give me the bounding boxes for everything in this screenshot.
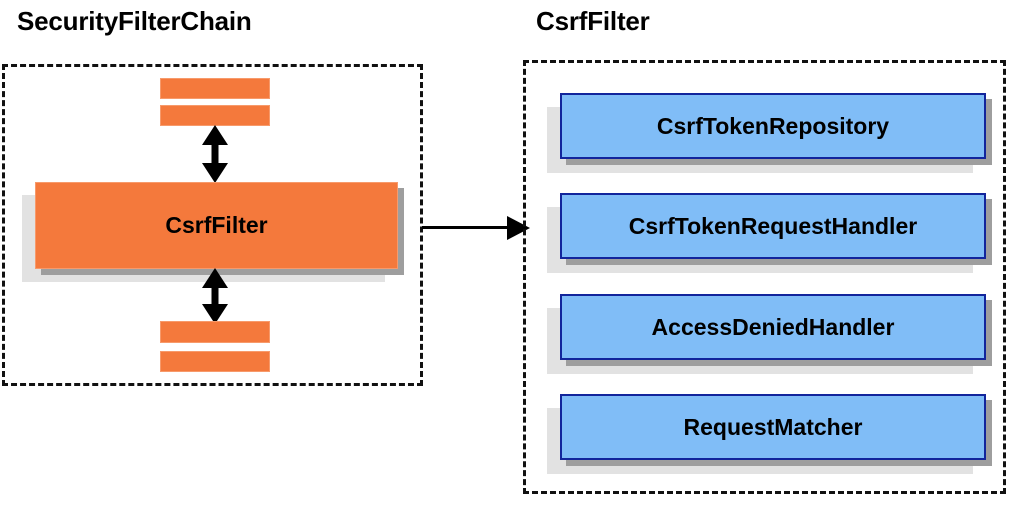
left-panel-title: SecurityFilterChain [17,6,252,36]
connector-arrow [422,216,530,240]
node-csrffilter[interactable]: CsrfFilter [35,182,398,269]
node-access-denied-handler-label: AccessDeniedHandler [651,313,895,340]
filter-bar-bottom-1 [160,321,270,343]
filter-bar-bottom-2 [160,351,270,372]
node-csrf-token-request-handler-label: CsrfTokenRequestHandler [628,212,918,239]
node-csrffilter-label: CsrfFilter [165,212,268,238]
node-csrf-token-repository-label: CsrfTokenRepository [656,112,890,139]
arrow-stem [211,137,219,171]
node-csrf-token-repository[interactable]: CsrfTokenRepository [560,93,986,159]
vertical-double-arrow-down [198,268,232,324]
csrffilter-details-container [523,60,1006,494]
arrow-head-up-icon [202,268,228,288]
arrow-head-up-icon [202,125,228,145]
vertical-double-arrow-up [198,125,232,183]
security-filter-chain-container [2,64,423,386]
connector-arrow-stem [422,226,510,229]
node-csrf-token-request-handler[interactable]: CsrfTokenRequestHandler [560,193,986,259]
node-request-matcher-label: RequestMatcher [683,413,863,440]
right-panel-title: CsrfFilter [536,6,650,36]
arrow-head-down-icon [202,163,228,183]
node-access-denied-handler[interactable]: AccessDeniedHandler [560,294,986,360]
filter-bar-top-2 [160,105,270,126]
arrow-head-down-icon [202,304,228,324]
filter-bar-top-1 [160,78,270,99]
node-request-matcher[interactable]: RequestMatcher [560,394,986,460]
arrow-stem [211,280,219,312]
